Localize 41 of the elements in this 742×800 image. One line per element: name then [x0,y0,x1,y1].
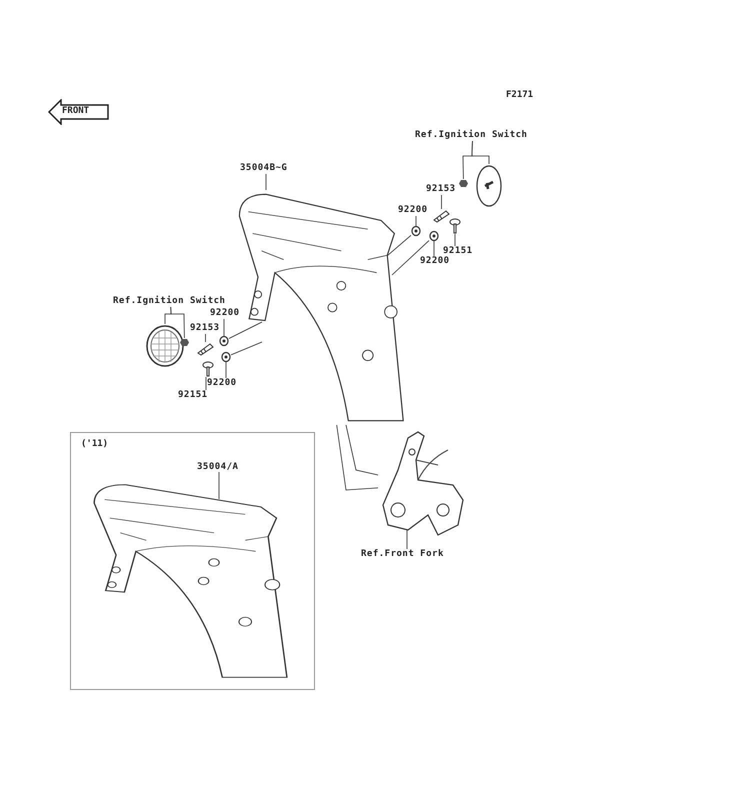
screw-drawing [202,361,214,377]
leader-line [406,530,408,550]
part-number: 92200 [207,378,237,389]
reference-label: Ref.Front Fork [361,549,444,560]
washer-drawing [219,336,229,346]
nut-drawing [180,338,189,347]
leader-line [170,306,185,338]
leader-line [205,334,206,342]
washer-drawing [429,231,439,241]
part-number: 92153 [190,323,220,334]
reference-label: Ref.Ignition Switch [415,130,528,141]
part-number: 35004B~G [240,163,288,174]
figure-code: F2171 [506,90,534,101]
screw-drawing [449,218,461,234]
stud-bolt-drawing [433,209,450,222]
part-number: 92153 [426,184,456,195]
part-number: 92151 [443,246,473,257]
leader-line [472,140,490,164]
reference-label: Ref.Ignition Switch [113,296,226,307]
assembly-line [392,240,430,276]
leader-line [454,234,456,246]
part-number: 35004/A [197,462,238,473]
reflector-drawing [474,164,504,208]
leader-line [218,472,220,500]
part-number: 92200 [398,205,428,216]
part-number: 92200 [420,256,450,267]
inset-frame [70,432,315,690]
washer-drawing [411,226,421,236]
assembly-line [336,424,378,490]
reflector-drawing [145,324,185,368]
stud-bolt-drawing [197,342,214,355]
leader-line [441,194,442,210]
nut-drawing [459,179,468,188]
direction-label: FRONT [62,106,90,117]
part-number: 92151 [178,390,208,401]
year-label: ('11) [81,439,108,450]
assembly-line [228,322,262,339]
washer-drawing [221,352,231,362]
assembly-line [230,342,262,356]
assembly-line [346,424,378,476]
part-number: 92200 [210,308,240,319]
